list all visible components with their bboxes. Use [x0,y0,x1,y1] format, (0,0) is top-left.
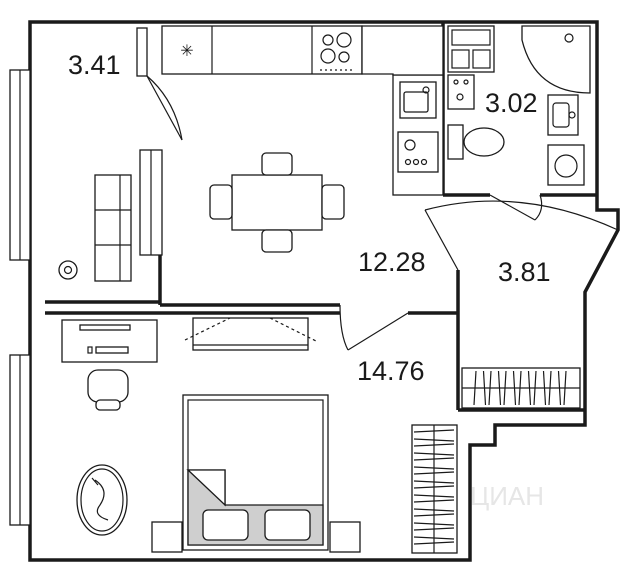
washer-round-icon [547,144,585,186]
chair-left [209,184,233,220]
balcony-lamp [58,260,78,280]
chair-right [321,184,345,220]
bathroom-door-leaf [489,194,536,221]
keyboard [95,346,129,354]
bedroom-area-label: 14.76 [357,356,425,386]
balcony-door-leaf [146,75,183,141]
bathroom-cabinet [447,74,475,110]
dishwasher-icon [397,131,439,173]
bed [151,394,361,553]
chair-bottom [261,229,293,253]
washing-machine [447,25,495,73]
kitchen-counter [161,25,363,75]
bedroom [61,317,458,554]
pillow-left [202,509,249,541]
nightstand-right [329,521,361,553]
watermark: ЦИАН [470,481,544,511]
fridge-icon: ✳ [180,41,193,60]
dining-table [209,152,345,253]
bedroom-wardrobe [411,424,458,554]
tv-unit [184,317,319,351]
bathroom [447,25,591,221]
entry-door-right [584,229,619,293]
entry-door-arc [424,200,619,231]
hall [424,200,619,409]
hall-wardrobe [461,367,581,409]
kitchen-door-arc [339,304,349,351]
hall-area-label: 3.81 [498,257,551,287]
bathroom-door-arc [534,194,543,221]
outer-wall-outline [28,20,620,562]
shower-icon [521,25,591,94]
rug-with-pet [76,464,128,536]
balcony-sofa [94,174,132,282]
chair-top [261,152,293,176]
bathroom-area-label: 3.02 [485,88,538,118]
nightstand-left [151,521,183,553]
balcony-door-arc [146,75,183,141]
entry-door-left [424,209,459,271]
hob-icon [320,32,352,71]
balcony [58,75,183,282]
kitchen: ✳ [161,25,444,351]
outer-walls [9,20,620,562]
kitchen-counter-right [361,25,444,76]
sink-icon [399,81,437,119]
kitchen-area-label: 12.28 [358,247,426,277]
balcony-divider-top [136,27,148,77]
kitchen-door-leaf [347,312,409,351]
monitor [79,324,131,331]
pillow-right [264,509,311,541]
bathroom-sink-icon [547,94,579,136]
balcony-area-label: 3.41 [68,50,121,80]
desk-chair [87,369,129,411]
toilet-icon [447,124,505,160]
